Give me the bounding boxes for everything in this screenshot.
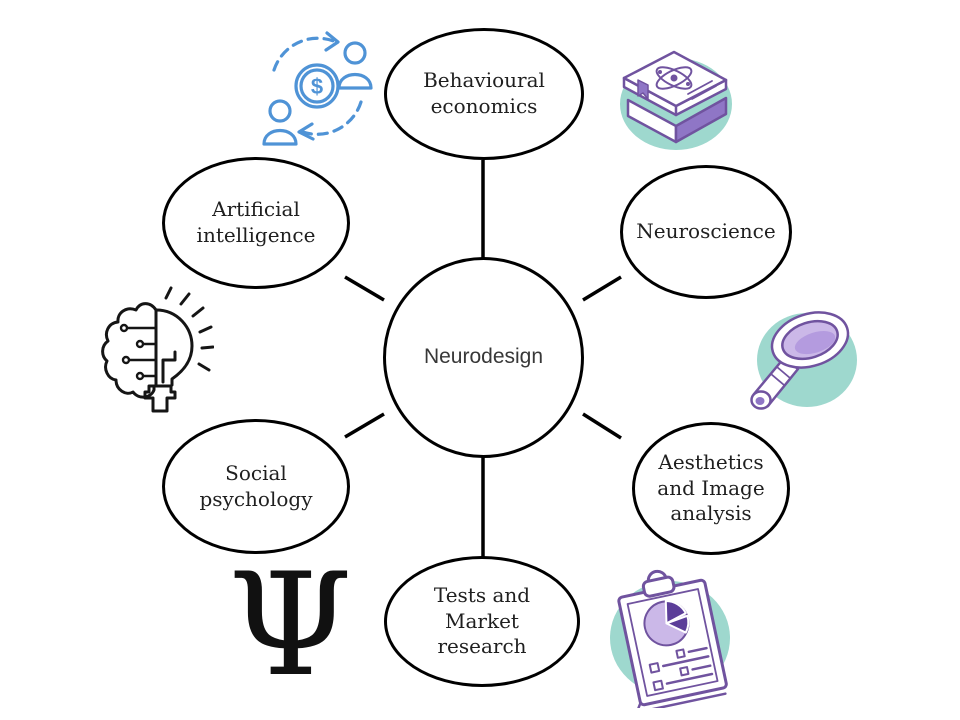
bulb-half xyxy=(154,308,194,387)
node-label: Tests and Market research xyxy=(433,583,531,659)
connector-bottom-left xyxy=(344,412,385,439)
clipboard-pie-chart-icon xyxy=(610,569,730,708)
node-label: Neuroscience xyxy=(636,219,776,244)
psi-symbol-icon: Ψ xyxy=(228,543,353,708)
science-books-icon xyxy=(620,50,732,150)
checklist-rows xyxy=(648,646,714,692)
node-label: Aesthetics and Image analysis xyxy=(657,450,765,526)
diagram-node-neurodesign[interactable]: Neurodesign xyxy=(383,257,584,458)
arrowhead-bottom xyxy=(297,122,315,141)
diagram-node-behavioural-economics[interactable]: Behavioural economics xyxy=(384,28,584,160)
diagram-node-neuroscience[interactable]: Neuroscience xyxy=(620,165,792,299)
bottom-book xyxy=(626,96,728,144)
dollar-sign: $ xyxy=(311,74,323,99)
magnifier-handle xyxy=(750,356,800,410)
clipboard-clip xyxy=(641,569,676,598)
pie-chart xyxy=(643,600,690,647)
diagram-node-social-psychology[interactable]: Social psychology xyxy=(162,419,350,554)
magnifier-icon xyxy=(750,311,857,410)
connector-bottom-right xyxy=(582,412,622,440)
dollar-coin: $ xyxy=(294,63,340,109)
atom-symbol xyxy=(655,66,693,90)
arrowhead-top xyxy=(324,31,340,52)
cycle-arrow-bottom xyxy=(298,100,363,136)
money-exchange-icon: $ xyxy=(262,31,373,146)
node-label: Behavioural economics xyxy=(423,68,545,118)
center-node-label: Neurodesign xyxy=(423,345,544,369)
connector-top-left xyxy=(344,275,385,302)
diagram-node-tests-market-research[interactable]: Tests and Market research xyxy=(384,556,580,687)
cycle-arrow-top xyxy=(272,36,338,72)
brain-lightbulb-icon xyxy=(101,286,214,413)
circuit-nodes xyxy=(119,323,158,381)
diagram-node-artificial-intelligence[interactable]: Artificial intelligence xyxy=(162,157,350,289)
node-label: Social psychology xyxy=(199,460,313,511)
light-rays xyxy=(164,286,214,372)
bulb-filament xyxy=(161,350,177,384)
magnifier-lens xyxy=(770,311,850,369)
person-figure-top xyxy=(337,41,373,90)
bookmark xyxy=(637,79,649,100)
brain-half xyxy=(101,302,158,399)
diagram-node-aesthetics-image-analysis[interactable]: Aesthetics and Image analysis xyxy=(632,422,790,555)
node-label: Artificial intelligence xyxy=(196,197,316,247)
person-figure-bottom xyxy=(262,99,298,146)
bulb-base xyxy=(143,384,177,413)
connector-top-right xyxy=(582,275,622,302)
